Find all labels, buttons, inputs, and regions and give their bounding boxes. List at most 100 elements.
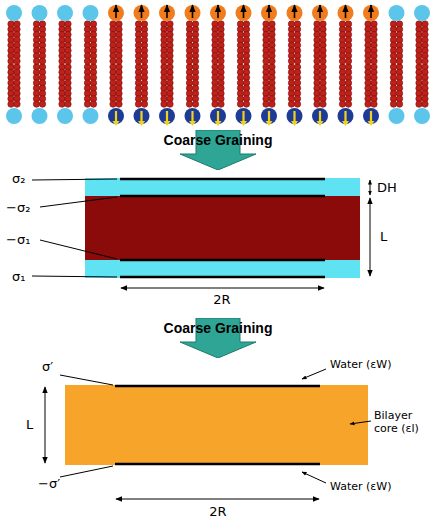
leader-line [40, 240, 117, 259]
tail-bead [390, 58, 396, 64]
lipid-head [32, 5, 48, 21]
lipid-head [261, 5, 277, 21]
region-label: Bilayer core (εl) [374, 409, 434, 435]
tail-bead [33, 101, 39, 107]
tail-bead [167, 58, 173, 64]
tail-bead [212, 58, 218, 64]
tail-bead [218, 58, 224, 64]
tail-bead [371, 101, 377, 107]
dipole-arrowhead [215, 121, 222, 126]
tail-bead [294, 101, 300, 107]
tail-bead [365, 101, 371, 107]
charge-density: −σ′ [38, 476, 60, 491]
dipole-arrow [141, 5, 143, 18]
dimension-label: DH [377, 180, 397, 195]
dipole-arrowhead [189, 121, 196, 126]
tail-bead [416, 58, 422, 64]
dipole-arrowhead [113, 121, 120, 126]
tail-bead [161, 58, 167, 64]
dipole-arrowhead [291, 121, 298, 126]
dipole-arrow [192, 5, 194, 18]
tail-bead [212, 101, 218, 107]
dipole-arrowhead [342, 121, 349, 126]
dipole-arrow [345, 5, 347, 18]
leader-line [32, 276, 117, 277]
charge-sheet [120, 178, 325, 181]
tail-bead [59, 101, 65, 107]
head-layer [85, 260, 360, 278]
tail-bead [237, 101, 243, 107]
lipid-head [57, 5, 73, 21]
lipid-head [210, 5, 226, 21]
tail-bead [339, 58, 345, 64]
lipid-head [236, 5, 252, 21]
pointer-arrow [302, 472, 326, 483]
lipid-head [389, 108, 405, 124]
tail-bead [396, 101, 402, 107]
dimension-arrow [116, 499, 319, 500]
tail-bead [288, 101, 294, 107]
tail-bead [422, 101, 428, 107]
dipole-arrow [370, 5, 372, 18]
dimension-label: L [380, 229, 387, 244]
tail-bead [161, 101, 167, 107]
tail-bead [314, 101, 320, 107]
tail-bead [90, 101, 96, 107]
tail-bead [141, 101, 147, 107]
tail-bead [141, 58, 147, 64]
dipole-arrowhead [317, 121, 324, 126]
dipole-arrowhead [240, 121, 247, 126]
dipole-arrowhead [164, 121, 171, 126]
tail-bead [84, 58, 90, 64]
region-label: Water (εW) [330, 480, 391, 493]
tail-bead [167, 101, 173, 107]
tail-bead [288, 58, 294, 64]
tail-bead [263, 58, 269, 64]
tail-bead [192, 58, 198, 64]
lipid-head [159, 5, 175, 21]
tail-bead [8, 101, 14, 107]
dimension-arrow [45, 387, 46, 463]
dimension-arrow [370, 198, 371, 276]
pointer-arrow [350, 421, 371, 424]
tail-bead [218, 101, 224, 107]
tail-bead [365, 58, 371, 64]
tail-bead [14, 58, 20, 64]
leader-line [60, 466, 113, 477]
lipid-head [185, 5, 201, 21]
dipole-arrow [243, 5, 245, 18]
tail-bead [135, 58, 141, 64]
dipole-arrow [294, 5, 296, 18]
tail-bead [339, 101, 345, 107]
tail-bead [416, 101, 422, 107]
dimension-arrow [121, 288, 324, 289]
charge-sheet [115, 385, 320, 388]
charge-density: σ′ [42, 359, 53, 374]
dipole-arrowhead [266, 121, 273, 126]
step-label: Coarse Graining [140, 318, 296, 336]
dipole-arrow [319, 5, 321, 18]
charge-density: −σ₂ [6, 200, 30, 215]
tail-bead [110, 58, 116, 64]
charge-density: −σ₁ [6, 232, 30, 247]
tail-bead [320, 58, 326, 64]
tail-bead [422, 58, 428, 64]
charge-density: σ₂ [12, 171, 25, 186]
tail-bead [243, 101, 249, 107]
leader-line [40, 197, 117, 207]
lipid-head [83, 5, 99, 21]
lipid-head [108, 5, 124, 21]
lipid-head [134, 5, 150, 21]
charge-sheet [120, 259, 325, 262]
step-label: Coarse Graining [140, 130, 296, 148]
charge-sheet [115, 463, 320, 466]
continuum-model [45, 369, 371, 499]
dipole-arrowhead [368, 121, 375, 126]
dipole-arrow [115, 5, 117, 18]
lipid-head [6, 108, 22, 124]
dipole-arrow [217, 5, 219, 18]
dipole-arrow [166, 5, 168, 18]
bilayer-core [65, 385, 368, 465]
tail-bead [186, 101, 192, 107]
coarse-graining-arrow: Coarse Graining [140, 130, 296, 170]
